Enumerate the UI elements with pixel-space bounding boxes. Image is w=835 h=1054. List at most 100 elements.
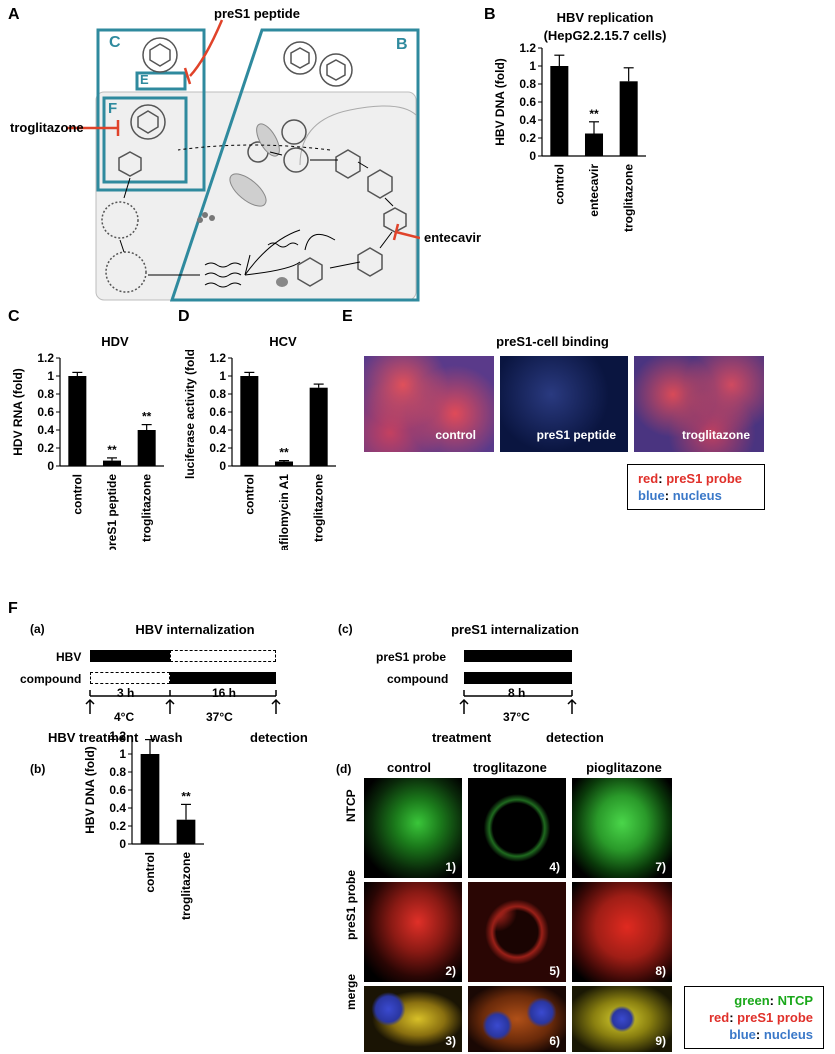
fd-num-2: 2) — [445, 964, 456, 978]
panel-label-d: D — [178, 308, 190, 325]
fb-label: (b) — [30, 762, 46, 776]
fa-row-compound: compound — [20, 672, 82, 686]
e-legend-red-val: preS1 probe — [666, 471, 743, 486]
y-tick-label: 0.8 — [519, 77, 536, 91]
fa-time-3h: 3 h — [117, 686, 135, 700]
e-image-troglitazone-label: troglitazone — [682, 428, 750, 442]
fa-hbv-solid-bar — [90, 650, 170, 662]
fd-row-preS1-probe: preS1 probe — [344, 869, 358, 940]
fd-row-merge: merge — [344, 973, 358, 1010]
fd-legend-red-key: red — [708, 1010, 730, 1025]
fd-num-9: 9) — [655, 1034, 666, 1048]
y-tick-label: 1.2 — [519, 41, 536, 55]
bar-pres1-peptide — [102, 460, 122, 466]
x-tick-label: troglitazone — [622, 164, 636, 232]
e-legend-blue-val: nucleus — [672, 488, 722, 503]
box-b-label: B — [396, 36, 408, 53]
bar-bafilomycin-a1 — [274, 461, 294, 466]
fd-img-7: 7) — [572, 778, 672, 878]
panel-label-e: E — [342, 308, 353, 325]
bar-entecavir — [584, 133, 604, 156]
y-tick-label: 0.2 — [209, 441, 226, 455]
fd-legend-green-val: NTCP — [777, 993, 813, 1008]
fa-event-detection: detection — [250, 730, 308, 745]
bar-control — [68, 376, 87, 466]
fa-temp-4c: 4°C — [114, 710, 135, 724]
significance-mark: ** — [142, 410, 152, 424]
chart-c-title: HDV — [101, 334, 129, 349]
y-axis-label: luciferase activity (fold) — [183, 350, 197, 479]
y-tick-label: 0.2 — [37, 441, 54, 455]
fd-num-7: 7) — [655, 860, 666, 874]
fc-compound-bar — [464, 672, 572, 684]
y-tick-label: 1 — [219, 369, 226, 383]
fd-legend-blue-key: blue — [729, 1027, 756, 1042]
fc-time: 8 h — [508, 686, 526, 700]
significance-mark: ** — [279, 446, 289, 460]
y-tick-label: 0.4 — [209, 423, 226, 437]
y-tick-label: 1.2 — [37, 351, 54, 365]
fa-event-treatment: HBV treatment — [48, 730, 139, 745]
bar-troglitazone — [176, 819, 196, 844]
e-legend: red: preS1 probe blue: nucleus — [627, 464, 765, 510]
fd-img-9: 9) — [572, 986, 672, 1052]
fc-label: (c) — [338, 622, 353, 636]
chart-b: HBV DNA (fold)00.20.40.60.811.2control**… — [493, 41, 646, 232]
x-tick-label: control — [143, 852, 157, 893]
fd-img-8: 8) — [572, 882, 672, 982]
inhibitor-preS1-label: preS1 peptide — [214, 6, 300, 21]
box-f-outline — [102, 96, 188, 184]
chart-b-subtitle: (HepG2.2.15.7 cells) — [543, 28, 667, 43]
fa-row-hbv: HBV — [56, 650, 82, 664]
fd-img-2: 2) — [364, 882, 462, 982]
bar-troglitazone — [309, 387, 328, 466]
fd-num-3: 3) — [445, 1034, 456, 1048]
bar-control — [140, 754, 160, 844]
y-tick-label: 1 — [119, 747, 126, 761]
fd-num-4: 4) — [549, 860, 560, 874]
y-tick-label: 0 — [47, 459, 54, 473]
y-axis-label: HDV RNA (fold) — [11, 368, 25, 456]
y-tick-label: 0.6 — [37, 405, 54, 419]
fc-timeline — [459, 690, 577, 714]
x-tick-label: troglitazone — [140, 474, 154, 542]
y-tick-label: 0.6 — [109, 783, 126, 797]
bar-troglitazone — [137, 430, 156, 466]
e-legend-blue-key: blue — [638, 488, 665, 503]
fd-img-5: 5) — [468, 882, 566, 982]
panel-e-title: preS1-cell binding — [496, 334, 609, 349]
box-e-label: E — [140, 72, 149, 87]
fd-img-3: 3) — [364, 986, 462, 1052]
fd-img-1: 1) — [364, 778, 462, 878]
box-c-label: C — [109, 34, 121, 51]
y-tick-label: 0.2 — [519, 131, 536, 145]
fd-legend-blue-val: nucleus — [763, 1027, 813, 1042]
panel-label-a: A — [8, 6, 20, 23]
fd-col-pioglitazone: pioglitazone — [586, 760, 662, 775]
fa-compound-dashed-bar — [90, 672, 170, 684]
chart-d: luciferase activity (fold)00.20.40.60.81… — [183, 350, 336, 550]
fd-img-6: 6) — [468, 986, 566, 1052]
inhibitor-entecavir-label: entecavir — [424, 230, 482, 245]
y-tick-label: 1.2 — [109, 729, 126, 743]
e-image-preS1-label: preS1 peptide — [536, 428, 616, 442]
e-legend-red-key: red — [638, 471, 659, 486]
y-tick-label: 0.2 — [109, 819, 126, 833]
fc-title: preS1 internalization — [451, 622, 579, 637]
chart-d-title: HCV — [269, 334, 297, 349]
fa-title: HBV internalization — [135, 622, 255, 637]
fa-time-16h: 16 h — [212, 686, 237, 700]
x-tick-label: bafilomycin A1 — [277, 474, 291, 550]
significance-mark: ** — [589, 107, 599, 121]
x-tick-label: control — [242, 474, 256, 515]
chart-fb: HBV DNA (fold)00.20.40.60.811.2control**… — [83, 729, 204, 920]
fd-label: (d) — [336, 762, 352, 776]
y-tick-label: 0 — [119, 837, 126, 851]
box-b-outline — [169, 28, 420, 302]
x-tick-label: troglitazone — [179, 852, 193, 920]
y-tick-label: 0.6 — [209, 405, 226, 419]
y-tick-label: 0.4 — [37, 423, 54, 437]
fc-probe-bar — [464, 650, 572, 662]
e-image-troglitazone: troglitazone — [634, 356, 764, 452]
y-tick-label: 0.8 — [37, 387, 54, 401]
